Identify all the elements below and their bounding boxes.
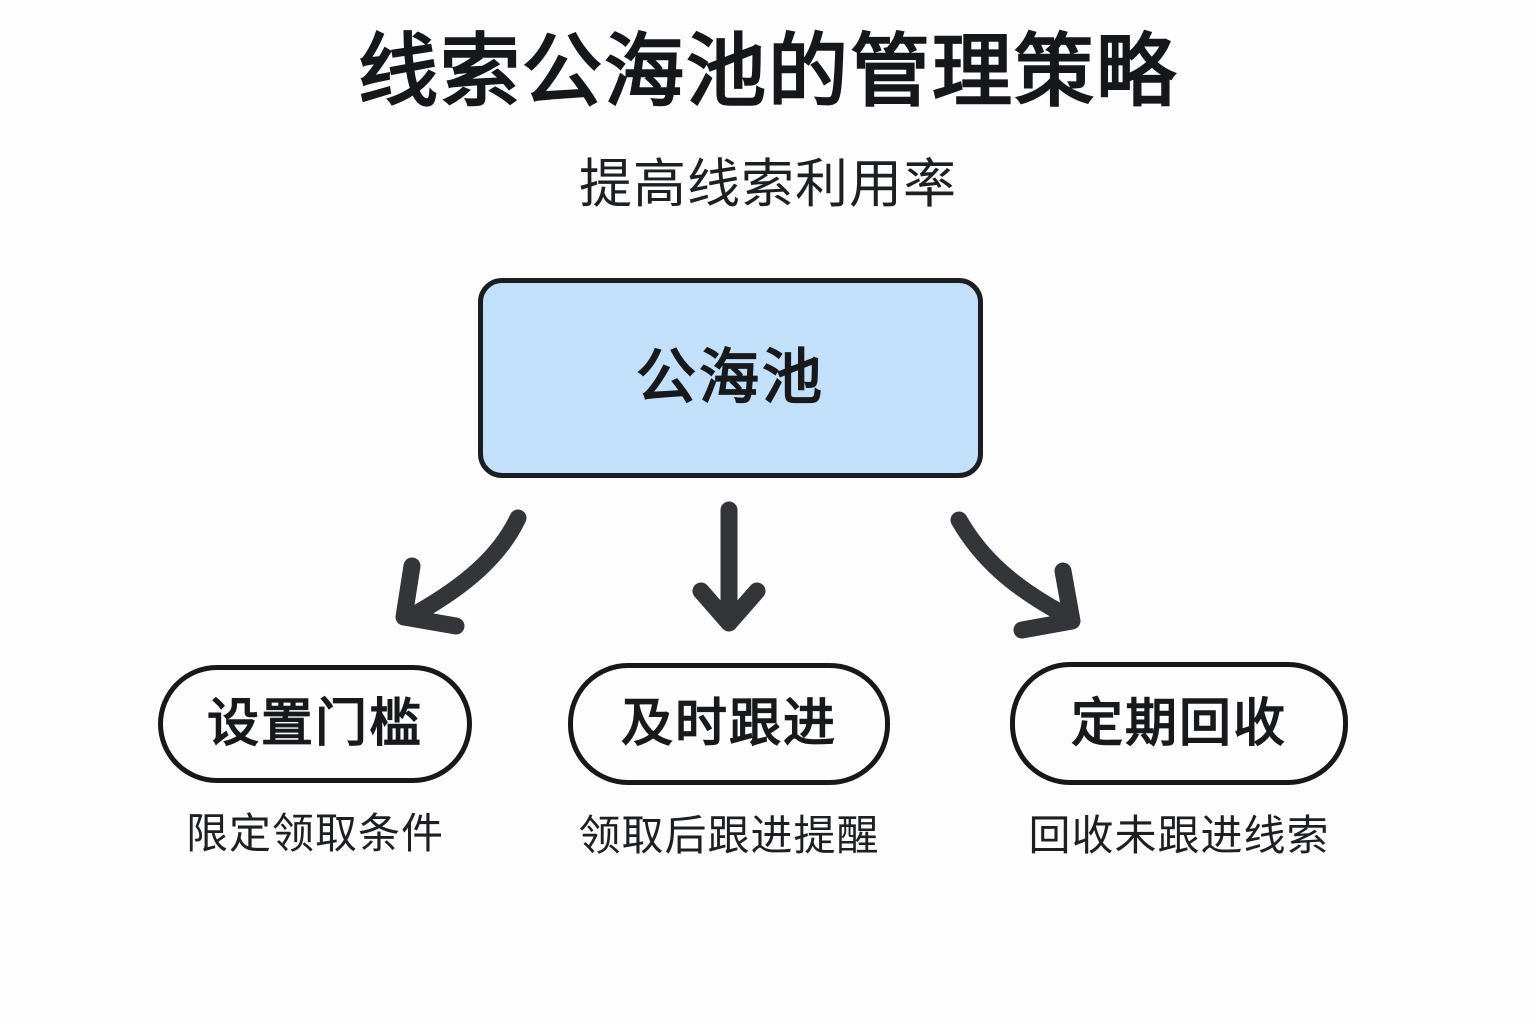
branch-label: 及时跟进 [620, 695, 837, 753]
branch-caption: 限定领取条件 [185, 810, 444, 857]
branch-pill-timely-followup[interactable]: 及时跟进 [568, 663, 890, 785]
branch-pill-set-threshold[interactable]: 设置门槛 [158, 665, 472, 783]
branch-set-threshold[interactable]: 设置门槛 限定领取条件 [158, 665, 472, 857]
straight-down-arrow-icon [692, 501, 766, 632]
branch-pill-periodic-recycle[interactable]: 定期回收 [1010, 662, 1348, 785]
page-title: 线索公海池的管理策略 [358, 27, 1178, 116]
branch-caption: 领取后跟进提醒 [578, 812, 880, 859]
curved-down-left-arrow-icon [395, 509, 527, 635]
branch-timely-followup[interactable]: 及时跟进 领取后跟进提醒 [568, 663, 890, 859]
page-subtitle: 提高线索利用率 [579, 155, 957, 214]
branch-label: 定期回收 [1070, 694, 1287, 753]
root-node-label: 公海池 [636, 344, 825, 411]
curved-down-right-arrow-icon [950, 511, 1081, 639]
branch-caption: 回收未跟进线索 [1028, 812, 1330, 859]
branch-periodic-recycle[interactable]: 定期回收 回收未跟进线索 [1010, 662, 1348, 859]
branch-label: 设置门槛 [206, 695, 423, 753]
root-node-public-pool[interactable]: 公海池 [478, 278, 983, 478]
